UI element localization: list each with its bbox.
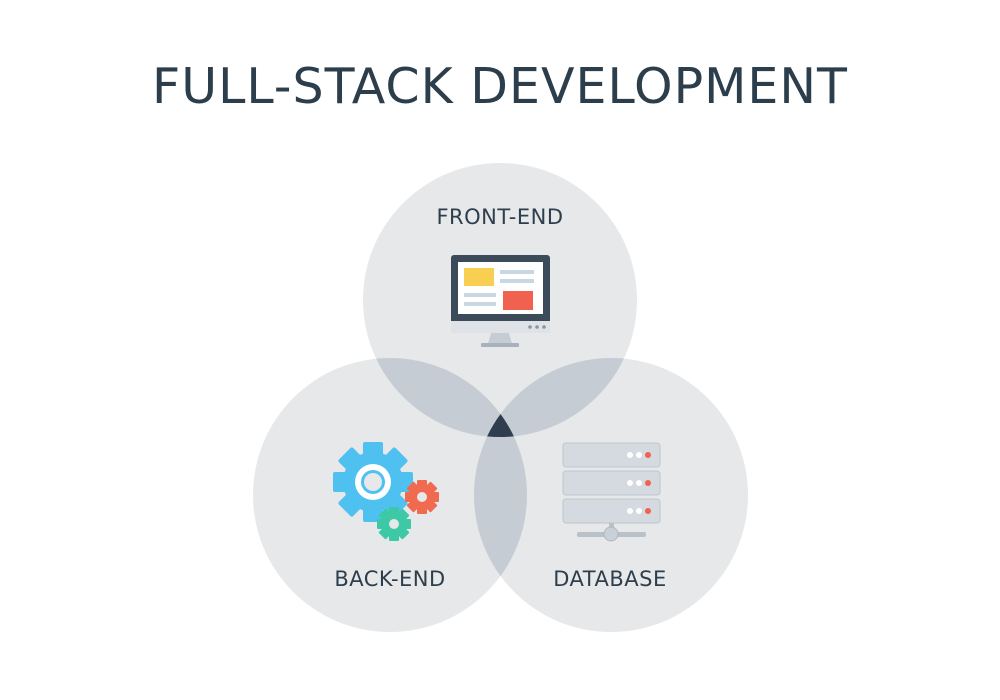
database-label: DATABASE <box>553 567 667 591</box>
front-end-label: FRONT-END <box>436 205 564 229</box>
blue-gear-icon <box>333 442 413 522</box>
monitor-icon <box>451 255 550 347</box>
green-gear-icon <box>377 507 411 541</box>
back-end-label: BACK-END <box>334 567 446 591</box>
front-back-overlap <box>363 358 527 437</box>
page-title: FULL-STACK DEVELOPMENT <box>152 58 848 115</box>
front-database-overlap <box>474 358 637 437</box>
orange-gear-icon <box>405 480 439 514</box>
server-icon <box>562 442 661 542</box>
gears-icon <box>333 442 439 541</box>
